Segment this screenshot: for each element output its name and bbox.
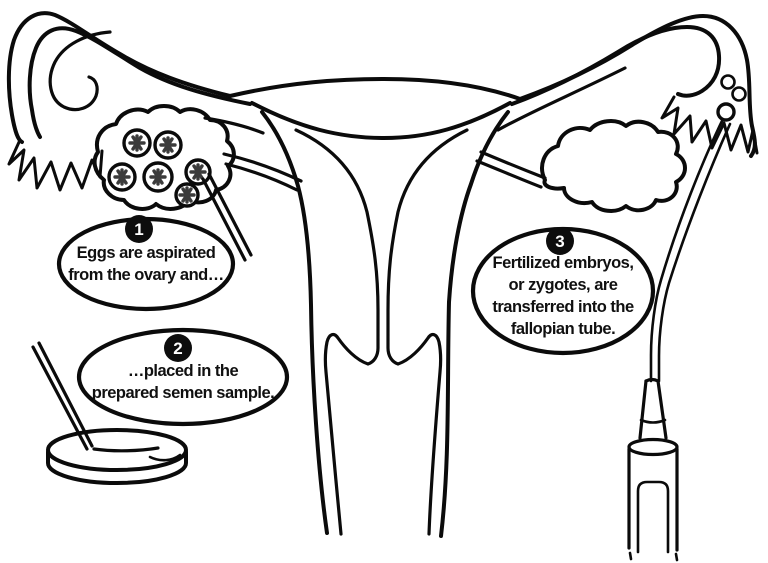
right-ovary-outline (540, 119, 687, 213)
follicle (107, 162, 137, 192)
dish-wall (46, 450, 188, 485)
callout-step-3: 3 Fertilized embryos, or zygotes, are tr… (470, 226, 656, 356)
needle-lower-line (201, 177, 247, 262)
left-ovarian-ligament (222, 152, 303, 192)
transfer-catheter (649, 74, 747, 383)
petri-dish (46, 428, 188, 485)
follicle (142, 161, 174, 193)
pipette-right-line (37, 341, 94, 448)
step-1-number: 1 (134, 220, 143, 239)
syringe-collar-line (639, 418, 667, 424)
syringe-cone-top (644, 377, 660, 383)
right-ligament-upper-line (479, 150, 547, 180)
catheter-right-line (657, 122, 732, 383)
left-tube-inner-wall (27, 26, 252, 139)
step-2-number: 2 (173, 339, 182, 358)
catheter-tip-bead (716, 102, 736, 122)
follicle (122, 128, 152, 158)
syringe (627, 377, 679, 562)
right-ligament-lower-line (475, 159, 543, 189)
callout-3-line-1: Fertilized embryos, (493, 254, 634, 272)
syringe-cone-left (638, 379, 648, 440)
callout-3-line-3: transferred into the (492, 298, 634, 316)
uterine-cavity-left-wall (294, 128, 380, 536)
right-mesosalpinx-line (496, 66, 627, 132)
left-fimbriae (7, 138, 104, 192)
left-ovary (92, 104, 236, 211)
left-ligament-upper-line (222, 152, 303, 183)
uterine-cavity-right-wall (386, 128, 469, 536)
uterus-fundus-outer-line (228, 77, 522, 101)
syringe-barrel-top (627, 437, 679, 457)
dish-inner-arc (148, 453, 182, 462)
needle-upper-line (207, 172, 253, 257)
syringe-cone-right (656, 379, 668, 440)
follicle (174, 182, 200, 208)
right-ovary (540, 119, 687, 213)
callout-step-2: 2 …placed in the prepared semen sample. (76, 327, 290, 427)
left-tube-outer-wall (6, 11, 232, 144)
callout-2-line-2: prepared semen sample. (92, 384, 275, 402)
left-ovary-outline (92, 104, 236, 211)
right-tube-inner-wall (510, 25, 722, 106)
step-1-badge (125, 215, 153, 243)
callout-step-1: 1 Eggs are aspirated from the ovary and… (56, 215, 236, 312)
follicle (184, 158, 212, 186)
follicle (153, 130, 183, 160)
callout-2-line-1: …placed in the (128, 362, 239, 380)
catheter-left-line (649, 119, 724, 383)
right-ovarian-ligament (475, 150, 547, 189)
uterus-left-outer-wall (260, 110, 329, 535)
callout-1-line-1: Eggs are aspirated (77, 244, 216, 262)
syringe-barrel-bottom-dash (674, 552, 679, 562)
step-3-badge (546, 227, 574, 255)
pipette (31, 341, 94, 451)
callout-2-bubble (76, 327, 290, 427)
step-3-number: 3 (555, 232, 564, 251)
left-ampulla-curl (48, 30, 112, 112)
syringe-plunger (636, 480, 670, 554)
callout-3-line-2: or zygotes, are (509, 276, 618, 294)
step-2-badge (164, 334, 192, 362)
dish-sample-line (92, 446, 160, 453)
left-fallopian-tube (6, 11, 252, 192)
left-ligament-lower-line (224, 162, 299, 192)
right-fimbriae (660, 95, 759, 155)
callout-1-line-2: from the ovary and… (68, 266, 224, 284)
syringe-barrel-bottom-dash (628, 551, 633, 561)
right-fallopian-tube (510, 14, 759, 158)
callout-3-line-4: fallopian tube. (511, 320, 615, 338)
aspiration-needle (201, 172, 253, 262)
zygote (720, 74, 736, 90)
zygote (731, 86, 747, 102)
pipette-left-line (31, 345, 89, 451)
uterus-fundus-inner-line (250, 101, 512, 140)
